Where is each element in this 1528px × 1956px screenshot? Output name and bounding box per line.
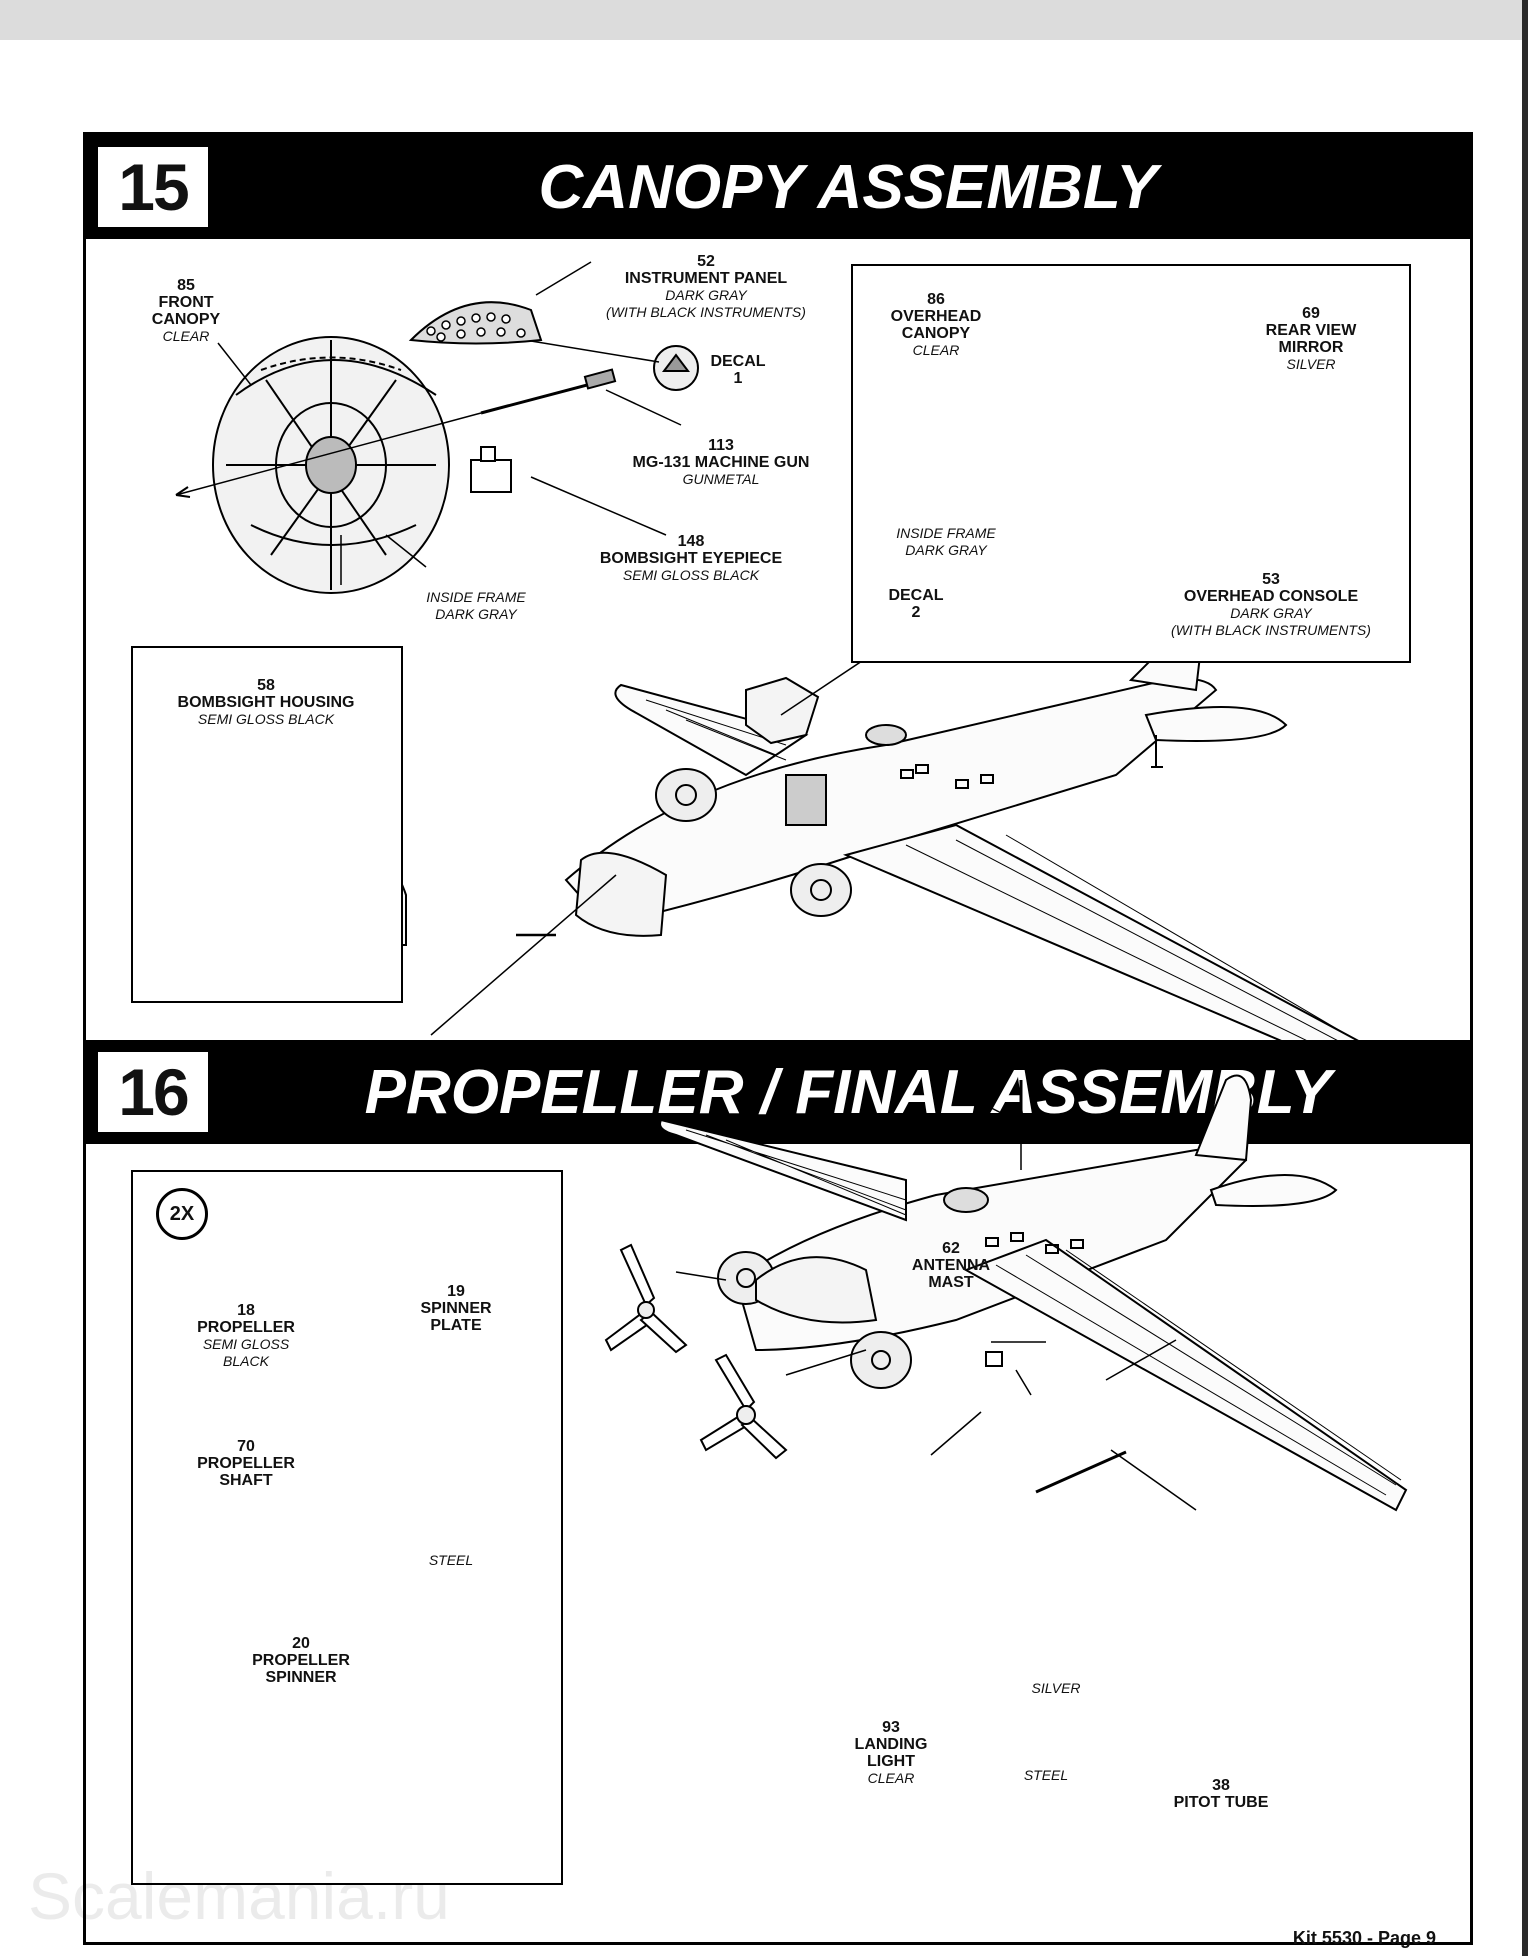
callout-pitot-tube: 38 PITOT TUBE xyxy=(1173,1777,1269,1811)
step-15-canopy-assembly: 15 CANOPY ASSEMBLY xyxy=(83,132,1473,1045)
step-title: CANOPY ASSEMBLY xyxy=(538,152,1158,222)
callout-bombsight-housing: 58 BOMBSIGHT HOUSING SEMI GLOSS BLACK xyxy=(177,677,355,727)
callout-antenna-mast: 62 ANTENNA MAST xyxy=(911,1240,991,1291)
note-steel-pitot: STEEL xyxy=(1023,1767,1069,1783)
callout-decal-2: DECAL 2 xyxy=(888,587,944,621)
callout-propeller-shaft: 70 PROPELLER SHAFT xyxy=(197,1438,295,1489)
callout-machine-gun: 113 MG-131 MACHINE GUN GUNMETAL xyxy=(632,437,810,487)
step-number: 16 xyxy=(98,1052,208,1132)
callout-instrument-panel: 52 INSTRUMENT PANEL DARK GRAY (WITH BLAC… xyxy=(606,253,806,320)
step-16-propeller-final-assembly: 16 PROPELLER / FINAL ASSEMBLY xyxy=(83,1040,1473,1945)
callout-propeller: 18 PROPELLER SEMI GLOSS BLACK xyxy=(197,1302,295,1369)
callout-propeller-spinner: 20 PROPELLER SPINNER xyxy=(252,1635,350,1686)
callout-rear-view-mirror: 69 REAR VIEW MIRROR SILVER xyxy=(1265,305,1357,372)
callout-front-canopy: 85 FRONT CANOPY CLEAR xyxy=(151,277,221,344)
note-steel-shaft: STEEL xyxy=(428,1552,474,1568)
inset-overhead-canopy xyxy=(851,264,1411,663)
page-edge-top xyxy=(0,0,1528,40)
note-inset-inside-frame: INSIDE FRAME DARK GRAY xyxy=(896,525,996,558)
callout-overhead-console: 53 OVERHEAD CONSOLE DARK GRAY (WITH BLAC… xyxy=(1171,571,1371,638)
page-edge-right xyxy=(1522,0,1528,1956)
note-inside-frame: INSIDE FRAME DARK GRAY xyxy=(426,589,526,622)
aircraft-step15-drawing xyxy=(430,634,1363,1042)
inset-bombsight-housing xyxy=(131,646,403,1003)
watermark: Scalemania.ru xyxy=(28,1859,450,1933)
callout-spinner-plate: 19 SPINNER PLATE xyxy=(420,1283,492,1334)
callout-landing-light: 93 LANDING LIGHT CLEAR xyxy=(854,1719,928,1786)
note-silver: SILVER xyxy=(1031,1680,1081,1696)
aircraft-step16-drawing xyxy=(604,1074,1408,1512)
inset-propeller xyxy=(131,1170,563,1885)
step-title: PROPELLER / FINAL ASSEMBLY xyxy=(364,1057,1332,1127)
multiplier-badge: 2X xyxy=(156,1188,208,1240)
step-number: 15 xyxy=(98,147,208,227)
step-15-header: 15 CANOPY ASSEMBLY xyxy=(86,135,1470,239)
front-canopy-drawing xyxy=(212,336,450,594)
callout-overhead-canopy: 86 OVERHEAD CANOPY CLEAR xyxy=(890,291,982,358)
callout-bombsight-eyepiece: 148 BOMBSIGHT EYEPIECE SEMI GLOSS BLACK xyxy=(599,533,783,583)
callout-decal-1: DECAL 1 xyxy=(710,353,766,387)
page-footer: Kit 5530 - Page 9 xyxy=(1292,1928,1436,1948)
